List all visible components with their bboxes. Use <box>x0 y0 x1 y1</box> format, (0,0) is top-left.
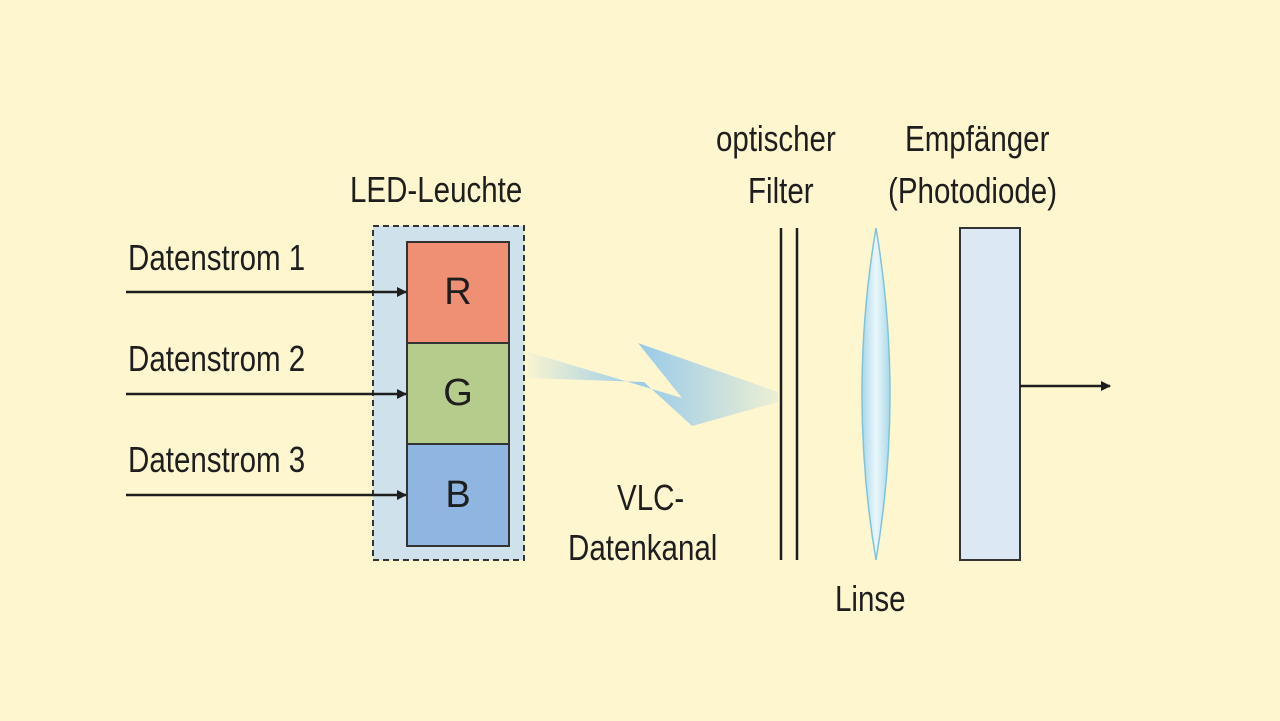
filter-label-line1: optischer <box>716 118 836 159</box>
lens-label: Linse <box>835 578 906 619</box>
channel-label-line1: VLC- <box>617 477 685 518</box>
channel-label-line2: Datenkanal <box>568 527 718 568</box>
input-label-1: Datenstrom 1 <box>128 237 306 278</box>
led-cell-label-b: B <box>445 474 471 516</box>
led-title: LED-Leuchte <box>350 169 523 210</box>
filter-label-line2: Filter <box>748 170 814 211</box>
led-cell-r <box>406 241 510 344</box>
input-label-2: Datenstrom 2 <box>128 338 306 379</box>
led-cell-label-r: R <box>444 271 472 313</box>
lens-shape <box>861 227 891 561</box>
led-cell-label-g: G <box>443 372 473 414</box>
receiver-label-line1: Empfänger <box>905 118 1050 159</box>
input-label-3: Datenstrom 3 <box>128 439 306 480</box>
vlc-light-bolt <box>528 343 778 426</box>
receiver-label-line2: (Photodiode) <box>888 170 1058 211</box>
led-cell-b <box>406 443 510 547</box>
receiver-photodiode <box>959 227 1021 561</box>
